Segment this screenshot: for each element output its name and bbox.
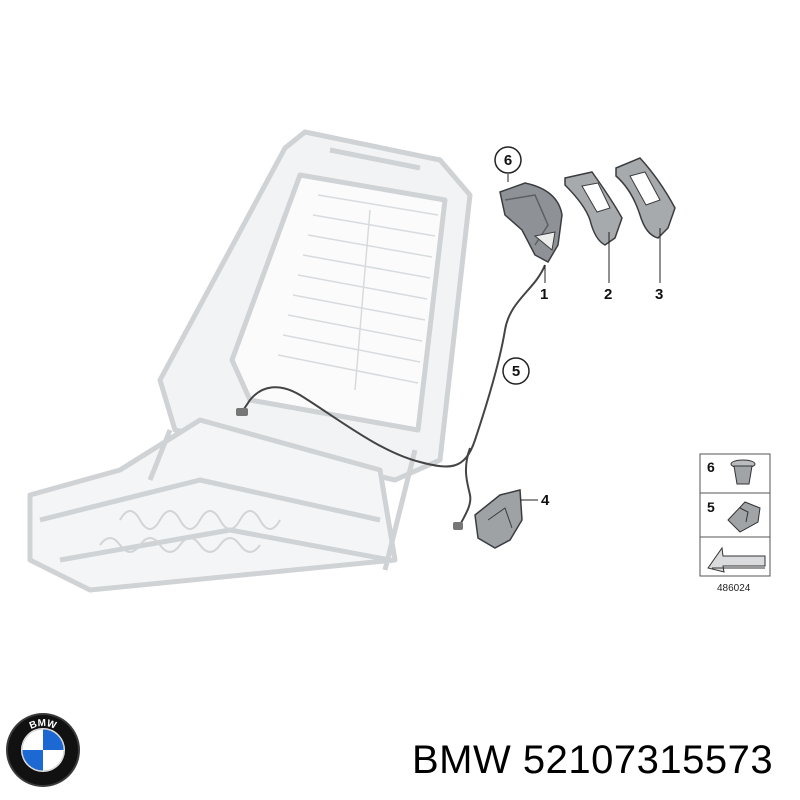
bmw-logo: BMW — [6, 713, 80, 787]
cable-end-fitting — [236, 408, 248, 416]
callout-5: 5 — [512, 363, 520, 380]
callout-3: 3 — [655, 286, 663, 303]
bracket-part-4 — [474, 489, 523, 549]
callout-5-circle — [502, 357, 530, 385]
seat-base-springs — [99, 510, 281, 553]
handle-cover-part-3 — [615, 157, 676, 239]
callout-1: 1 — [540, 286, 548, 303]
logo-lettering: BMW — [28, 718, 58, 732]
legend-number-5: 5 — [707, 499, 715, 515]
callout-6-circle — [494, 146, 522, 174]
bowden-cable — [241, 264, 546, 468]
direction-arrow-icon — [707, 546, 766, 573]
diagram-reference-code: 486024 — [717, 583, 751, 594]
part-caption: BMW 52107315573 — [412, 738, 773, 783]
callout-2: 2 — [604, 286, 612, 303]
brand-name: BMW — [412, 738, 512, 782]
cable-end-fitting-lower — [453, 522, 463, 530]
callout-4: 4 — [541, 492, 550, 509]
part-number: 52107315573 — [522, 738, 774, 782]
clip-icon — [727, 501, 761, 533]
leader-lines — [507, 174, 661, 501]
handle-cover-part-2 — [564, 171, 623, 246]
parts-legend: 6 5 — [699, 453, 771, 577]
grommet-icon — [730, 459, 756, 485]
release-handle-part — [499, 182, 563, 264]
seat-back-slats — [277, 194, 439, 391]
callout-6: 6 — [504, 152, 512, 169]
legend-number-6: 6 — [707, 459, 715, 475]
bowden-cable-lower — [459, 447, 472, 526]
seat-frame — [27, 129, 473, 593]
